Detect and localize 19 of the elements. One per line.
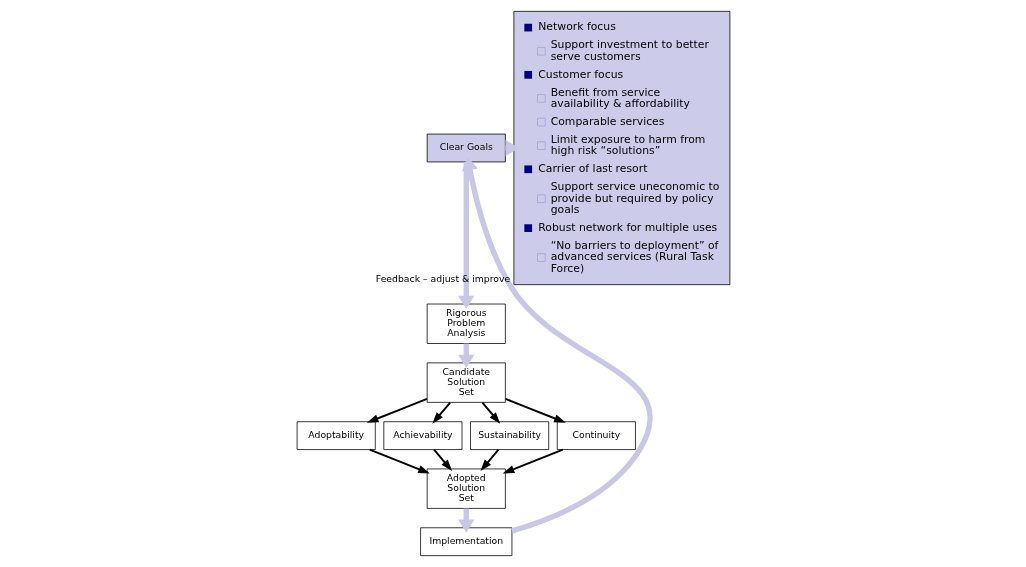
arrow [368,448,430,474]
node-box: Candidate Solution Set [426,362,506,403]
node-box: Adopted Solution Set [426,468,506,509]
arrow [432,448,452,472]
edge-label: Feedback – adjust & improve [375,273,510,285]
node-box: Rigorous Problem Analysis [426,303,506,344]
arrow [457,162,474,310]
node-box: Achievability [382,421,462,450]
node-box: Sustainability [469,421,549,450]
node-box: Implementation [419,527,512,557]
node-box: Continuity [556,421,636,450]
arrow [431,401,451,424]
arrow [480,401,500,424]
arrow [366,398,428,423]
arrow [502,448,564,474]
arrow [504,398,566,423]
node-box: Adoptability [296,421,376,450]
node-box: Network focus Support investment to better serve customers Customer focus Benefit from service availability & affordability Comparable services Limit exposure to harm from high risk “solutions” Carrier of last resort Support service uneconomic to provide but required by policy goals Robust network for multiple uses “No barriers to deployment” of advanced services (Rural Task Force) [513,10,730,286]
arrow [479,448,499,472]
